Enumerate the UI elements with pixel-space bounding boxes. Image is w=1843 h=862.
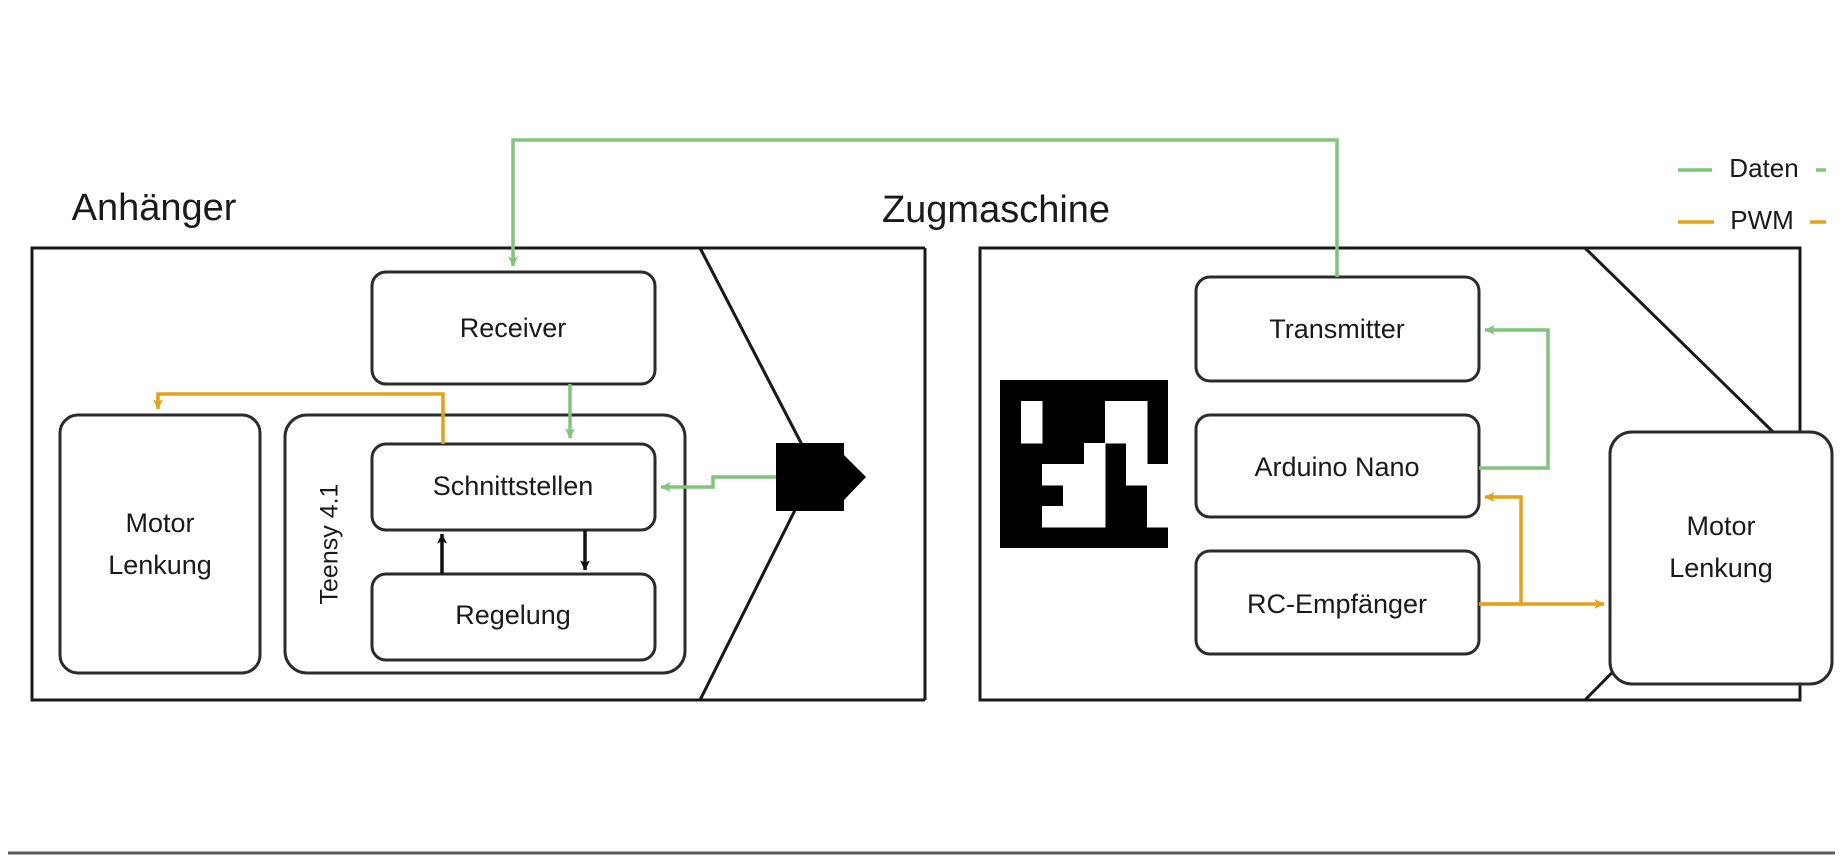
legend: Daten PWM (1678, 150, 1826, 242)
edge-camera-to-schnittstellen (660, 475, 776, 492)
apriltag-marker-icon (1000, 380, 1169, 548)
node-motor-lenkung-trailer[interactable] (58, 413, 262, 675)
trailer-title: Anhänger (72, 187, 237, 229)
legend-label-pwm: PWM (1730, 205, 1794, 235)
legend-label-daten: Daten (1729, 153, 1798, 183)
node-schnittstellen-label: Schnittstellen (433, 471, 594, 501)
container-teensy-label: Teensy 4.1 (316, 484, 344, 605)
legend-daten-bg (1712, 150, 1816, 190)
edge-arduino-nano-to-transmitter (1479, 325, 1550, 470)
trailer-group: Anhänger Receiver Motor Lenkung Teensy 4… (30, 187, 927, 702)
node-arduino-nano-label: Arduino Nano (1254, 452, 1419, 482)
node-arduino-nano[interactable] (1194, 413, 1481, 519)
node-regelung-label: Regelung (455, 600, 571, 630)
node-schnittstellen[interactable] (370, 442, 657, 532)
trailer-top-bottom-edges (700, 246, 925, 702)
node-rc-empfaenger-label: RC-Empfänger (1247, 589, 1427, 619)
node-regelung[interactable] (370, 572, 657, 662)
node-motor-lenkung-tractor-label-2: Lenkung (1669, 553, 1773, 583)
tractor-title: Zugmaschine (882, 189, 1110, 231)
node-motor-lenkung-tractor-label-1: Motor (1686, 511, 1755, 541)
camera-icon (776, 443, 866, 511)
edge-transmitter-to-receiver (508, 138, 1339, 277)
connections-layer (153, 138, 1605, 609)
node-motor-lenkung-trailer-label-2: Lenkung (108, 550, 212, 580)
node-receiver-label: Receiver (460, 313, 567, 343)
node-receiver[interactable] (370, 270, 657, 386)
edge-schnittstellen-to-motor-lenkung-trailer (153, 392, 445, 444)
node-motor-lenkung-trailer-label-1: Motor (125, 508, 194, 538)
legend-pwm-bg (1714, 202, 1810, 242)
node-transmitter-label: Transmitter (1269, 314, 1405, 344)
tractor-group: Zugmaschine Transmitter Arduino Nano RC-… (882, 189, 1834, 702)
node-motor-lenkung-tractor[interactable] (1608, 430, 1834, 686)
